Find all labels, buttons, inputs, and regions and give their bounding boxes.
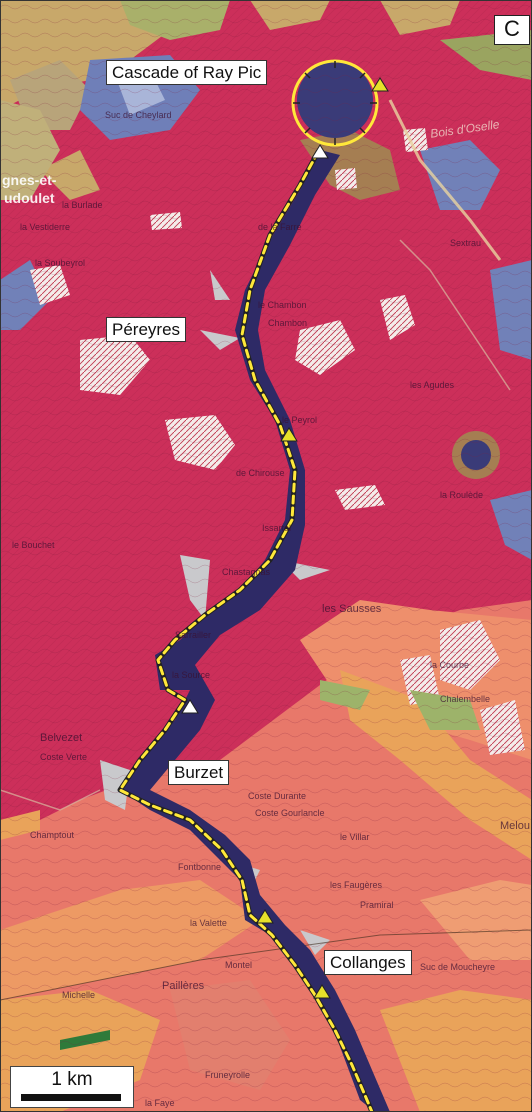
yellow-triangle-icon — [256, 909, 274, 924]
map-text-chambon: Chambon — [268, 318, 308, 328]
map-text-la-source: la Source — [172, 670, 211, 680]
map-text-la-roulede: la Roulède — [440, 490, 484, 500]
map-text-le-bouchet: le Bouchet — [12, 540, 55, 550]
hiking-route — [118, 150, 374, 1112]
stream-w — [0, 789, 101, 811]
map-text-gnes: gnes-et- — [2, 172, 57, 188]
map-text-chastagnas: Chastagnas — [222, 567, 271, 577]
label-pereyres: Péreyres — [106, 317, 187, 342]
map-text-la-farre: de la Farre — [258, 222, 302, 232]
map-text-chirouse: de Chirouse — [236, 468, 285, 478]
yellow-triangle-icon — [371, 77, 389, 92]
map-text-coste-verte: Coste Verte — [40, 752, 88, 762]
map-text-montel: Montel — [225, 960, 253, 970]
map-text-fruneyrolle: Fruneyrolle — [205, 1070, 251, 1080]
map-text-pailleres: Paillères — [162, 980, 205, 992]
stream-e — [399, 239, 511, 391]
map-text-la-burlade: la Burlade — [62, 200, 103, 210]
map-text-suc-de-cheylard: Suc de Cheylard — [105, 110, 172, 120]
map-text-udoulet: udoulet — [4, 190, 55, 206]
scale-bar: 1 km — [10, 1066, 134, 1108]
map-text-sextrau: Sextrau — [450, 238, 482, 248]
label-collanges: Collanges — [324, 950, 412, 975]
white-triangle-icon — [311, 144, 329, 159]
yellow-triangle-icon — [280, 427, 298, 442]
map-text-coste-gourlancle: Coste Gourlancle — [255, 808, 325, 818]
yellow-triangle-icon — [313, 984, 331, 999]
waterfall-circle-ticks — [293, 61, 377, 145]
map-text-la-valette: la Valette — [190, 918, 227, 928]
map-text-coste-durante: Coste Durante — [248, 791, 307, 801]
map-text-la-faye: la Faye — [145, 1098, 175, 1108]
map-text-la-soubeyrol: la Soubeyrol — [35, 258, 86, 268]
map-text-le-villar: le Villar — [340, 832, 370, 842]
map-text-fontbonne: Fontbonne — [178, 862, 222, 872]
map-text-la-vestiderre: la Vestiderre — [20, 222, 71, 232]
map-text-les-sausses: les Sausses — [322, 603, 382, 615]
map-text-chalembelle: Chalembelle — [440, 694, 491, 704]
label-cascade-of-ray-pic: Cascade of Ray Pic — [106, 60, 268, 85]
label-burzet: Burzet — [168, 760, 230, 785]
map-text-le-chamba: le Chambon — [258, 300, 307, 310]
map-text-pramiral: Pramiral — [360, 900, 394, 910]
map-text-le-peyrol: le Peyrol — [282, 415, 318, 425]
map-text-issartol: Issartol — [262, 523, 292, 533]
panel-letter: C — [494, 15, 530, 45]
map-text-champtout: Champtout — [30, 830, 75, 840]
map-text-belvezet: Belvezet — [40, 732, 83, 744]
white-triangle-icon — [181, 699, 199, 714]
map-text-les-agudes: les Agudes — [410, 380, 455, 390]
scale-bar-line — [21, 1094, 121, 1101]
map-text-suc-de-mouchevre: Suc de Moucheyre — [420, 962, 496, 972]
stream-ne — [388, 99, 502, 261]
map-text-sarrailler: Sarrailler — [175, 630, 212, 640]
map-text-les-faugeres: les Faugères — [330, 880, 383, 890]
map-text-mellou: Melou — [500, 820, 530, 832]
scale-bar-label: 1 km — [51, 1069, 93, 1090]
map-text-michelle: Michelle — [62, 990, 96, 1000]
map-text-la-courbe: la Courbe — [430, 660, 470, 670]
